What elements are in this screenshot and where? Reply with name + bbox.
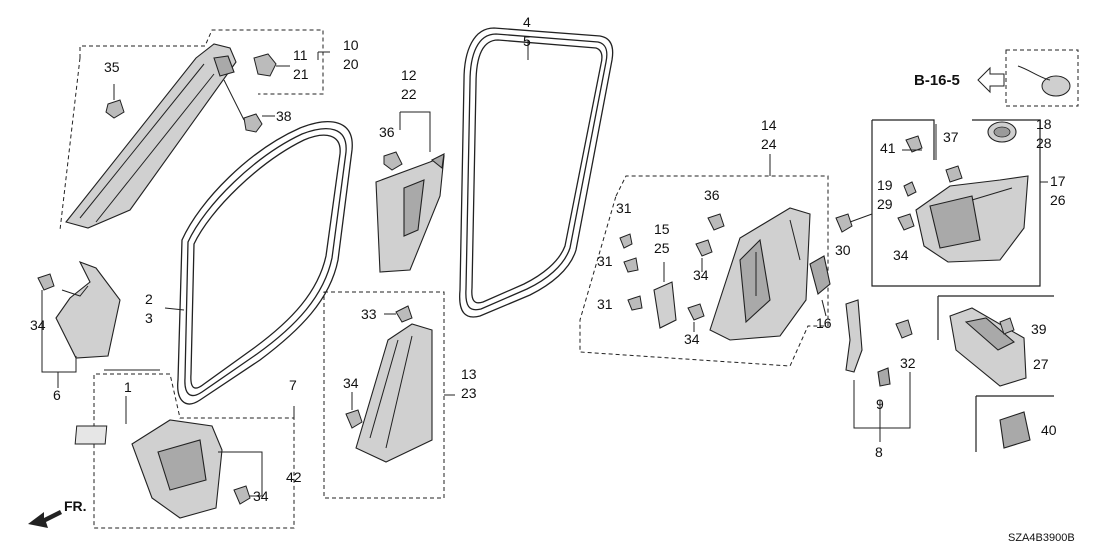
vent-grille-16 (809, 255, 831, 295)
group-box-quarter (871, 119, 1041, 287)
label-33: 33 (361, 306, 377, 322)
label-6: 6 (53, 387, 61, 403)
label-18: 18 (1036, 116, 1052, 132)
label-29: 29 (877, 196, 893, 212)
reference-label: B-16-5 (914, 72, 960, 89)
label-31c: 31 (597, 296, 613, 312)
label-31a: 31 (616, 200, 632, 216)
label-28: 28 (1036, 135, 1052, 151)
label-1: 1 (124, 379, 132, 395)
group-box-b-pillar-lower (323, 291, 445, 499)
group-box-rear-panel (579, 175, 829, 367)
label-31b: 31 (597, 253, 613, 269)
group-40 (975, 395, 1054, 452)
a-pillar-garnish (65, 43, 237, 229)
label-3: 3 (145, 310, 153, 326)
label-35: 35 (104, 59, 120, 75)
front-door-seal (177, 121, 353, 405)
label-34b: 34 (343, 375, 359, 391)
label-8: 8 (875, 444, 883, 460)
label-2: 2 (145, 291, 153, 307)
label-42: 42 (286, 469, 302, 485)
label-38: 38 (276, 108, 292, 124)
label-30: 30 (835, 242, 851, 258)
label-34f: 34 (893, 247, 909, 263)
label-15: 15 (654, 221, 670, 237)
label-24: 24 (761, 136, 777, 152)
label-27: 27 (1033, 356, 1049, 372)
label-36a: 36 (379, 124, 395, 140)
label-34a: 34 (30, 317, 46, 333)
bolt-30 (835, 213, 853, 233)
label-25: 25 (654, 240, 670, 256)
label-36b: 36 (704, 187, 720, 203)
label-26: 26 (1050, 192, 1066, 208)
clip-11-21 (253, 53, 277, 77)
reference-box (1005, 49, 1079, 107)
label-16: 16 (816, 315, 832, 331)
label-5: 5 (523, 33, 531, 49)
label-34e: 34 (684, 331, 700, 347)
label-9: 9 (876, 396, 884, 412)
label-11: 11 (293, 47, 308, 63)
group-box-a-pillar (79, 29, 324, 95)
label-37: 37 (943, 129, 959, 145)
label-20: 20 (343, 56, 359, 72)
assist-grip (845, 299, 863, 373)
label-34d: 34 (693, 267, 709, 283)
group-27 (937, 295, 1054, 340)
label-10: 10 (343, 37, 359, 53)
label-23: 23 (461, 385, 477, 401)
label-4: 4 (523, 14, 531, 30)
label-21: 21 (293, 66, 309, 82)
front-marker: FR. (64, 498, 87, 514)
label-14: 14 (761, 117, 777, 133)
label-13: 13 (461, 366, 477, 382)
label-19: 19 (877, 177, 893, 193)
label-34c: 34 (253, 488, 269, 504)
label-40: 40 (1041, 422, 1057, 438)
b-pillar-lower-garnish (355, 323, 433, 463)
front-arrow (28, 510, 62, 528)
label-22: 22 (401, 86, 417, 102)
label-39: 39 (1031, 321, 1047, 337)
label-32: 32 (900, 355, 916, 371)
label-12: 12 (401, 67, 417, 83)
screw-38 (243, 113, 263, 133)
label-7: 7 (289, 377, 297, 393)
trim-27 (949, 307, 1027, 387)
caution-label (74, 425, 108, 445)
label-17: 17 (1050, 173, 1066, 189)
rear-door-seal (459, 27, 614, 318)
part-40 (999, 411, 1031, 449)
group-box-sill (93, 373, 295, 529)
front-kick-panel (55, 260, 121, 359)
diagram-code: SZA4B3900B (1008, 532, 1075, 544)
small-bracket-15-25 (653, 281, 677, 329)
label-41: 41 (880, 140, 896, 156)
clip-35 (105, 99, 125, 119)
reference-arrow (977, 66, 1005, 94)
